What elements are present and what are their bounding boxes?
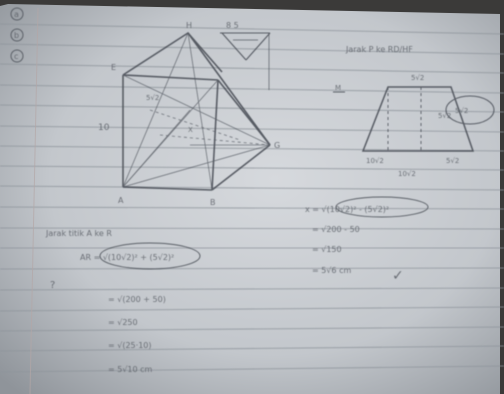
margin-number-1: a [14, 10, 19, 19]
diag-mark: 5√2 [146, 94, 159, 102]
trap-top-label: 5√2 [411, 74, 424, 82]
ruled-lines [0, 23, 504, 373]
top-box-text: 8 5 [226, 21, 239, 30]
trapezoid-figure [333, 86, 495, 152]
left-calc-line-3: = √250 [108, 318, 138, 327]
right-calc-line-4: = 5√6 cm [312, 266, 351, 275]
vertex-label-e: E [111, 63, 116, 72]
trap-bottom-left-label: 10√2 [366, 157, 384, 165]
vertex-label-h: H [186, 21, 192, 30]
margin-numbers: a b c [10, 7, 24, 63]
cube-figure [122, 31, 271, 191]
trap-left-mark: M [335, 84, 341, 92]
check-mark-icon: ✓ [392, 268, 404, 284]
right-calc-line-3: = √150 [312, 245, 342, 254]
right-calc-line-1: x = √(10√2)² - (5√2)² [305, 205, 389, 214]
margin-line [29, 7, 39, 394]
left-calc-line-5: = 5√10 cm [108, 365, 153, 374]
right-heading: Jarak P ke RD/HF [345, 45, 413, 54]
trap-bottom-right-label: 5√2 [446, 157, 459, 165]
vertex-label-g: G [274, 141, 280, 150]
trap-bottom-label: 10√2 [398, 170, 416, 178]
left-calc-line-1: AR = √(10√2)² + (5√2)² [80, 253, 174, 262]
left-side-mark: 10 [98, 123, 110, 133]
trap-right-circle-label: 5√2 [455, 107, 468, 115]
right-calc-line-2: = √200 - 50 [312, 225, 360, 234]
margin-number-3: c [14, 52, 18, 61]
margin-number-2: b [14, 31, 19, 40]
bracket-symbol: ? [50, 280, 55, 291]
left-calc-line-4: = √(25·10) [108, 341, 152, 350]
vertex-label-a: A [118, 196, 124, 205]
small-mid-label: X [188, 126, 193, 134]
left-heading: Jarak titik A ke R [45, 229, 112, 238]
trap-mid-label: 5√2 [438, 112, 451, 120]
vertex-label-b: B [210, 198, 216, 207]
paper-sheet [0, 4, 500, 394]
left-calc-line-2: = √(200 + 50) [108, 295, 166, 304]
